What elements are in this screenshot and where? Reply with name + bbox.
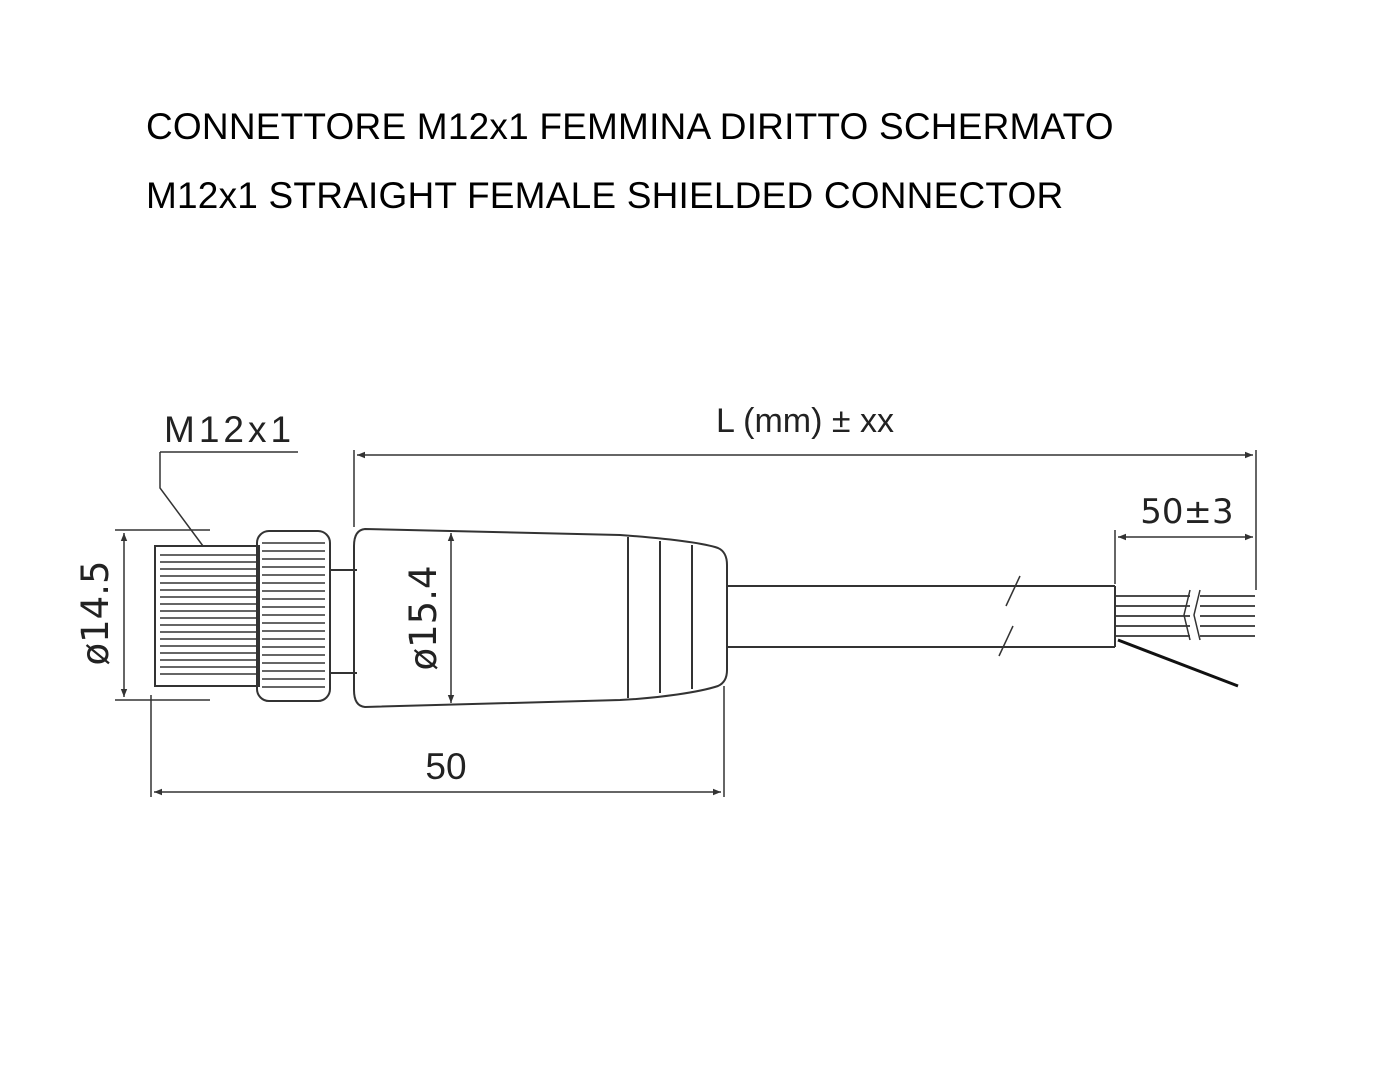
thread-label: M12x1: [164, 409, 295, 450]
dimension-diameter-nut: [115, 529, 210, 701]
overall-length-label: 50: [425, 746, 466, 787]
strip-length-label: 50±3: [1140, 492, 1233, 532]
stripped-wires: [1115, 589, 1255, 688]
drawing-title-english: M12x1 STRAIGHT FEMALE SHIELDED CONNECTOR: [146, 175, 1064, 216]
diameter-body-label: ø15.4: [402, 565, 445, 670]
diameter-nut-label: ø14.5: [74, 560, 117, 665]
connector-neck: [330, 569, 357, 674]
molded-body: [353, 527, 728, 709]
dimension-cable-length: [353, 450, 1257, 590]
thread-body: [154, 545, 260, 687]
coupling-nut: [256, 530, 331, 702]
drawing-title-italian: CONNETTORE M12x1 FEMMINA DIRITTO SCHERMA…: [146, 106, 1114, 147]
cable-length-label: L (mm) ± xx: [716, 402, 894, 440]
cable: [727, 575, 1116, 657]
dimension-overall-length: [150, 686, 725, 797]
dimension-strip-length: [1114, 530, 1253, 584]
thread-leader-line: [159, 451, 298, 547]
